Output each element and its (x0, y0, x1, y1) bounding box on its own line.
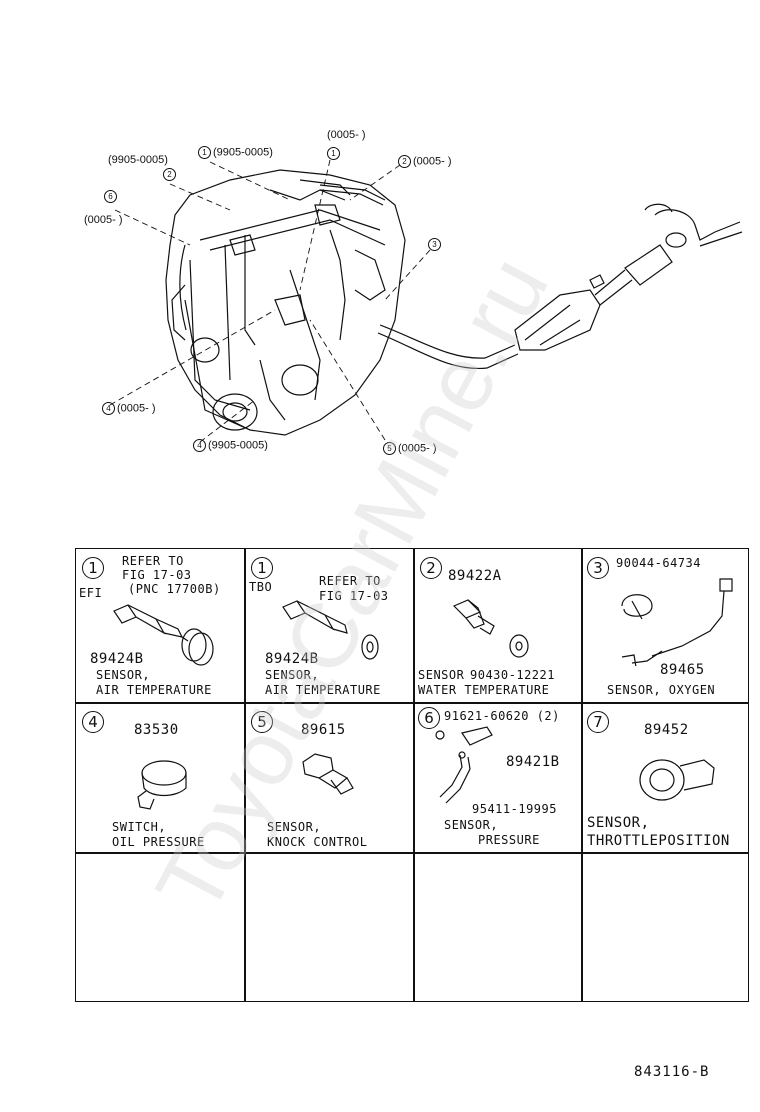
cell-air-temp-efi: 1 REFER TO FIG 17-03 (PNC 17700B) EFI 89… (76, 549, 244, 702)
empty-cell (245, 853, 413, 1001)
callout-2-left: 2 (163, 168, 178, 181)
ref-number-badge: 1 (82, 557, 104, 579)
callout-6: 6 (104, 190, 119, 203)
ref-number-badge: 4 (82, 711, 104, 733)
empty-cell (76, 853, 244, 1001)
air-temp-sensor-illustration (282, 600, 379, 660)
callout-1-upper: 1 (327, 147, 342, 160)
callout-9905-left: (9905-0005) (108, 154, 168, 166)
parts-grid: 1 REFER TO FIG 17-03 (PNC 17700B) EFI 89… (75, 548, 749, 1002)
cell-oxygen-sensor: 3 90044-64734 89465 SENSOR, OXYGEN (582, 549, 748, 702)
ref-number-badge: 1 (251, 557, 273, 579)
air-temp-sensor-illustration (113, 604, 214, 666)
cell-oil-pressure: 4 83530 SWITCH, OIL PRESSURE (76, 703, 244, 852)
oil-pressure-switch-illustration (137, 760, 187, 810)
knock-sensor-illustration (302, 753, 354, 795)
cell-water-temp: 2 89422A SENSOR 90430-12221 WATER TEMPER… (414, 549, 581, 702)
callout-3: 3 (428, 238, 443, 251)
oxygen-sensor-illustration (621, 578, 733, 666)
cell-pressure-sensor: 6 91621-60620 (2) 89421B 95411-19995 SEN… (414, 703, 581, 852)
diagram-code: 843116-B (634, 1064, 710, 1080)
ref-number-badge: 3 (587, 557, 609, 579)
empty-cell (414, 853, 581, 1001)
water-temp-sensor-illustration (452, 599, 529, 658)
pressure-sensor-illustration (435, 726, 493, 804)
throttle-position-sensor-illustration (639, 759, 715, 801)
callout-5-0005: 5(0005- ) (383, 442, 437, 455)
callout-0005-left: (0005- ) (84, 214, 123, 226)
ref-number-badge: 5 (251, 711, 273, 733)
ref-number-badge: 7 (587, 711, 609, 733)
cell-throttle-position: 7 89452 SENSOR, THROTTLEPOSITION (587, 711, 730, 849)
ref-number-badge: 6 (418, 707, 440, 729)
cell-knock-control: 5 89615 SENSOR, KNOCK CONTROL (245, 703, 413, 852)
engine-exhaust-illustration (109, 159, 743, 443)
callout-1-9905: 1(9905-0005) (198, 146, 273, 159)
cell-air-temp-tbo: 1 TBO REFER TO FIG 17-03 89424B SENSOR, … (245, 549, 413, 702)
callout-0005-top: (0005- ) (327, 129, 366, 141)
ref-number-badge: 2 (420, 557, 442, 579)
callout-4-0005: 4(0005- ) (102, 402, 156, 415)
empty-cell (582, 853, 748, 1001)
callout-2-0005: 2(0005- ) (398, 155, 452, 168)
callout-4-9905: 4(9905-0005) (193, 439, 268, 452)
